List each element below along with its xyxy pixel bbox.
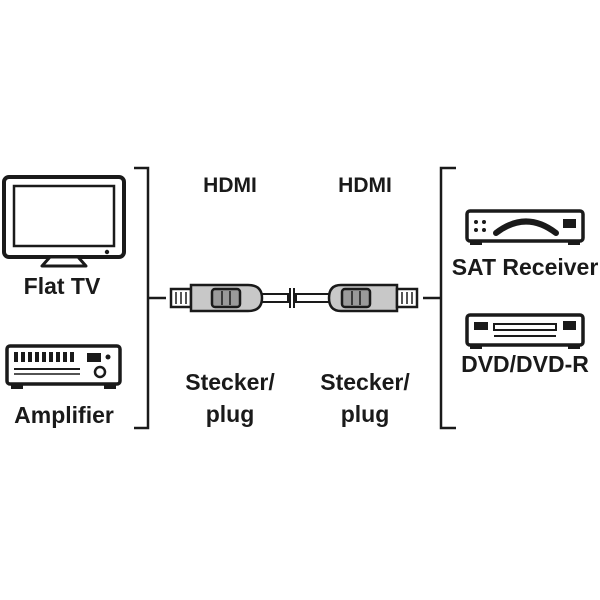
left-hdmi-plug	[169, 283, 264, 313]
dvd-player-label: DVD/DVD-R	[461, 351, 589, 377]
left-plug-type-label: HDMI	[203, 174, 257, 197]
flat-tv-label: Flat TV	[24, 273, 101, 299]
flat-tv-icon	[2, 175, 126, 268]
amplifier-label: Amplifier	[14, 402, 114, 428]
right-device-bracket	[423, 166, 456, 430]
amplifier-icon	[5, 344, 122, 389]
right-plug-label-line1: Stecker/	[320, 369, 410, 395]
sat-receiver-icon	[465, 209, 585, 245]
left-plug-label-line1: Stecker/	[185, 369, 275, 395]
dvd-player-icon	[465, 313, 585, 349]
hdmi-cable-icon	[169, 283, 419, 313]
right-plug-type-label: HDMI	[338, 174, 392, 197]
right-plug-label-line2: plug	[341, 401, 390, 427]
sat-receiver-label: SAT Receiver	[452, 254, 599, 280]
right-hdmi-plug	[327, 283, 419, 313]
left-device-bracket	[134, 166, 166, 430]
left-plug-label-line2: plug	[206, 401, 255, 427]
